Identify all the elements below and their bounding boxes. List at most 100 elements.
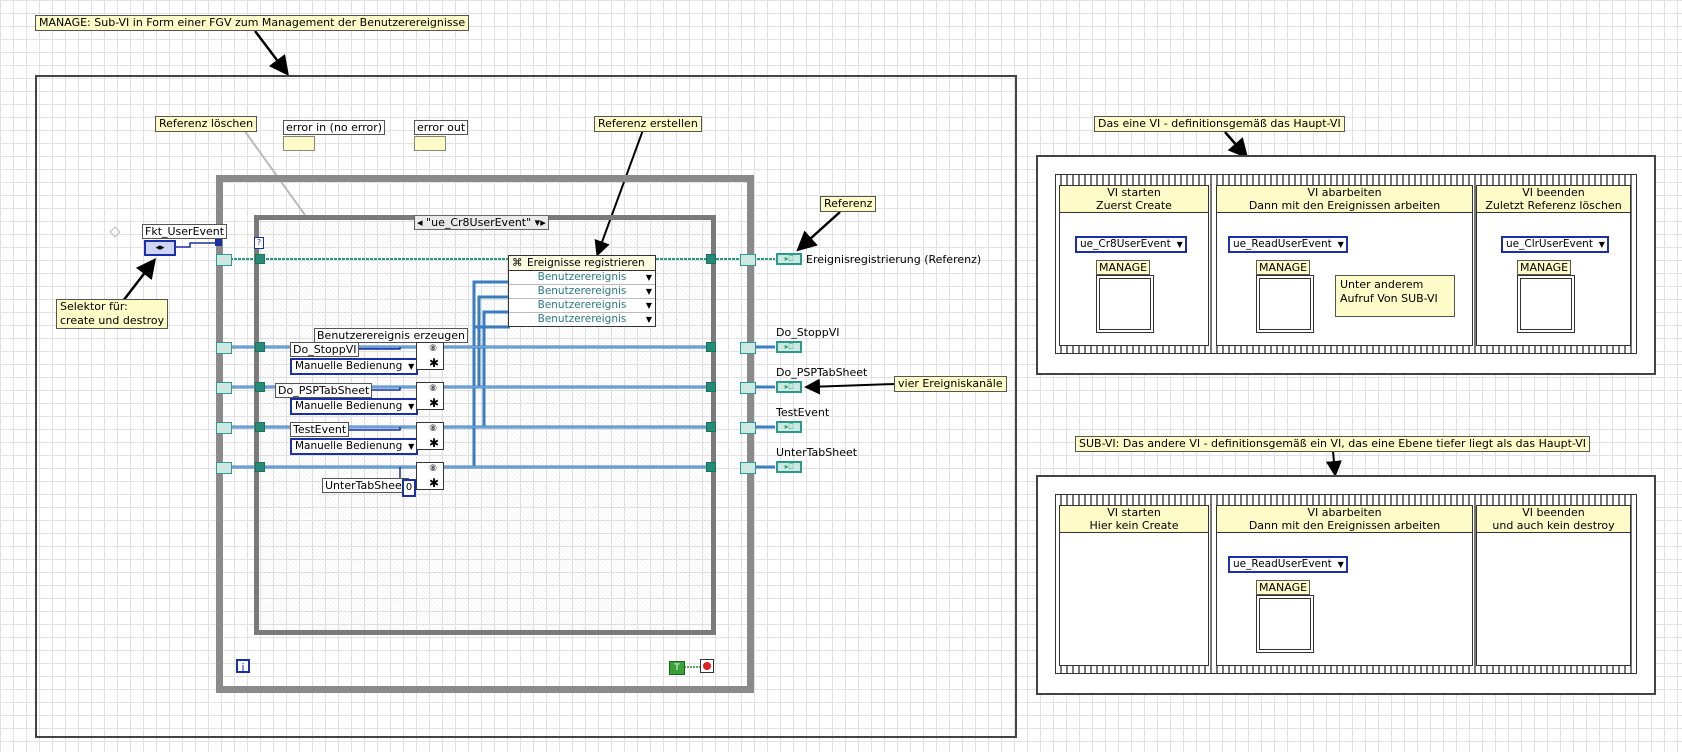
note-haupt-vi: Das eine VI - definitionsgemäß das Haupt… (1094, 116, 1345, 132)
main-seq-enum-1[interactable]: ue_Cr8UserEvent (1075, 236, 1187, 253)
shift-register-left-3 (216, 382, 232, 394)
enum-manuelle-bedienung[interactable]: Manuelle Bedienung (290, 398, 419, 415)
register-row[interactable]: Benutzerereignis (509, 299, 655, 313)
note-referenz: Referenz (820, 196, 877, 212)
register-row[interactable]: Benutzerereignis (509, 313, 655, 326)
question-mark-icon: ? (254, 237, 264, 249)
sub-seq-frame-2: VI abarbeiten Dann mit den Ereignissen a… (1216, 505, 1473, 666)
create-user-event-icon[interactable]: ⑧✱ (416, 462, 444, 490)
note-ref-delete: Referenz löschen (155, 116, 258, 132)
note-selektor: Selektor für: create und destroy (56, 299, 169, 329)
register-row[interactable]: Benutzerereignis (509, 285, 655, 299)
tunnel-out-5 (706, 462, 716, 472)
sub-seq-frame-1: VI starten Hier kein Create (1059, 505, 1209, 666)
main-seq-frame-2-title: VI abarbeiten Dann mit den Ereignissen a… (1217, 186, 1472, 213)
error-in-terminal[interactable] (283, 136, 315, 151)
error-out-label: error out (414, 120, 469, 135)
main-seq-enum-3[interactable]: ue_ClrUserEvent (1501, 236, 1609, 253)
tunnel-in-2 (255, 342, 265, 352)
output-terminal-untertabsheet[interactable]: ▸⎕ (776, 461, 802, 473)
sub-seq-enum-2[interactable]: ue_ReadUserEvent (1228, 556, 1348, 573)
register-icon: ⌘ (512, 257, 523, 269)
tunnel-in-5 (255, 462, 265, 472)
create-user-event-icon[interactable]: ⑧✱ (416, 382, 444, 410)
register-title: Ereignisse registrieren (527, 257, 645, 269)
title-note: MANAGE: Sub-VI in Form einer FGV zum Man… (35, 15, 470, 31)
arrow-selektor (122, 258, 157, 302)
create-user-event-icon[interactable]: ⑧✱ (416, 422, 444, 450)
shift-register-right-1 (740, 254, 756, 266)
tunnel-in-3 (255, 382, 265, 392)
diamond-marker (109, 226, 121, 238)
sub-seq-frame-2-title: VI abarbeiten Dann mit den Ereignissen a… (1217, 506, 1472, 533)
output-label-untertabsheet: UnterTabSheet (776, 446, 858, 459)
sub-seq-frame-3: VI beenden und auch kein destroy (1476, 505, 1631, 666)
true-constant[interactable]: T (669, 661, 685, 675)
shift-register-right-3 (740, 382, 756, 394)
manage-vi-label-sub: MANAGE (1256, 580, 1311, 595)
enum-manuelle-bedienung[interactable]: Manuelle Bedienung (290, 438, 419, 455)
manage-vi-label-3: MANAGE (1517, 260, 1572, 275)
output-terminal-testevent[interactable]: ▸⎕ (776, 421, 802, 433)
shift-register-right-5 (740, 462, 756, 474)
main-seq-frame-3: VI beenden Zuletzt Referenz löschen ue_C… (1476, 185, 1631, 346)
main-seq-frame-3-title: VI beenden Zuletzt Referenz löschen (1477, 186, 1630, 213)
arrow-haupt (1224, 131, 1249, 159)
event-name-do-psptabsheet: Do_PSPTabSheet (275, 383, 373, 398)
note-ref-create: Referenz erstellen (594, 116, 702, 132)
main-seq-frame-2: VI abarbeiten Dann mit den Ereignissen a… (1216, 185, 1473, 346)
arrow-vier (804, 378, 896, 395)
arrow-sub (1325, 450, 1342, 477)
enum-manuelle-bedienung[interactable]: Manuelle Bedienung (290, 358, 419, 375)
fkt-userevent-terminal[interactable]: ◂▸ (144, 240, 176, 256)
create-event-header: Benutzerereignis erzeugen (314, 328, 469, 343)
tunnel-out-1 (706, 254, 716, 264)
tunnel-in-4 (255, 422, 265, 432)
main-seq-frame-1-title: VI starten Zuerst Create (1060, 186, 1208, 213)
output-label-ref: Ereignisregistrierung (Referenz) (806, 253, 982, 266)
main-vi-frame (35, 75, 1017, 738)
note-unter-anderem: Unter anderem Aufruf Von SUB-VI (1335, 275, 1455, 317)
tunnel-out-3 (706, 382, 716, 392)
shift-register-left-2 (216, 342, 232, 354)
note-vier-kanaele: vier Ereigniskanäle (894, 376, 1007, 392)
register-events-node[interactable]: ⌘ Ereignisse registrieren Benutzerereigni… (508, 255, 656, 327)
event-name-untertabsheet: UnterTabSheet (322, 478, 410, 493)
shift-register-left-5 (216, 462, 232, 474)
manage-vi-icon-2[interactable] (1256, 275, 1314, 333)
shift-register-right-4 (740, 422, 756, 434)
note-sub-vi: SUB-VI: Das andere VI - definitionsgemäß… (1075, 436, 1591, 452)
create-user-event-icon[interactable]: ⑧✱ (416, 342, 444, 370)
tunnel-out-4 (706, 422, 716, 432)
tunnel-out-2 (706, 342, 716, 352)
constant-zero[interactable]: 0 (402, 479, 416, 497)
output-terminal-do-psptabsheet[interactable]: ▸⎕ (776, 381, 802, 393)
tunnel-in-1 (255, 254, 265, 264)
shift-register-right-2 (740, 342, 756, 354)
while-loop (216, 175, 754, 693)
stop-icon[interactable] (700, 659, 714, 673)
arrow-ref-create (594, 129, 644, 257)
manage-vi-icon-3[interactable] (1517, 275, 1575, 333)
output-terminal-ref[interactable]: ▸⎕ (776, 253, 802, 265)
output-label-testevent: TestEvent (776, 406, 830, 419)
case-selector-terminal (215, 239, 222, 246)
output-terminal-do-stoppvi[interactable]: ▸⎕ (776, 341, 802, 353)
arrow-referenz (796, 211, 841, 252)
arrow-title (254, 30, 290, 76)
main-seq-enum-2[interactable]: ue_ReadUserEvent (1228, 236, 1348, 253)
main-seq-frame-1: VI starten Zuerst Create ue_Cr8UserEvent… (1059, 185, 1209, 346)
case-selector[interactable]: ◂ "ue_Cr8UserEvent" ▾▸ (414, 215, 549, 230)
fkt-userevent-label: Fkt_UserEvent (142, 224, 228, 239)
event-name-do-stoppvi: Do_StoppVI (290, 342, 360, 357)
event-name-testevent: TestEvent (290, 422, 350, 437)
manage-vi-icon-1[interactable] (1096, 275, 1154, 333)
shift-register-left-1 (216, 254, 232, 266)
register-row[interactable]: Benutzerereignis (509, 271, 655, 285)
error-in-label: error in (no error) (283, 120, 386, 135)
error-out-terminal[interactable] (414, 136, 446, 151)
sub-seq-frame-3-title: VI beenden und auch kein destroy (1477, 506, 1630, 533)
manage-vi-icon-sub[interactable] (1256, 595, 1314, 653)
iteration-terminal: i (236, 659, 250, 674)
sub-seq-frame-1-title: VI starten Hier kein Create (1060, 506, 1208, 533)
